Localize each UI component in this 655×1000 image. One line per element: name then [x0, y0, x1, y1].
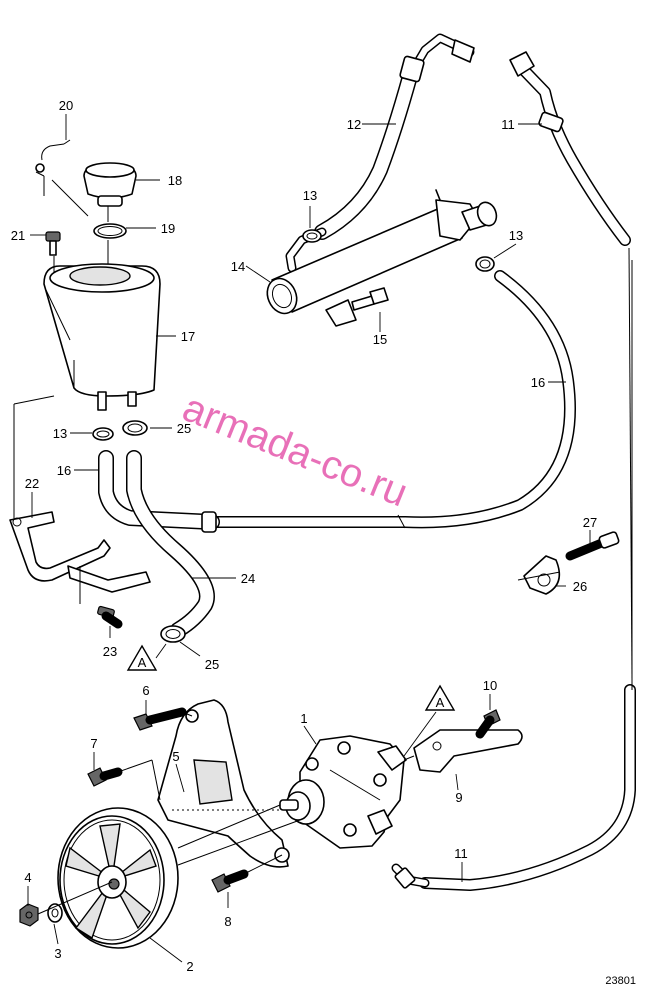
label-19: 19: [161, 221, 175, 236]
label-16-right: 16: [531, 375, 545, 390]
label-15: 15: [373, 332, 387, 347]
bolt-23: [97, 605, 123, 629]
label-9: 9: [455, 790, 462, 805]
clamp-25-lower: [160, 625, 186, 643]
hose-clamp: [538, 111, 564, 133]
hose-16-long: [209, 270, 576, 529]
label-8: 8: [224, 914, 231, 929]
label-25-upper: 25: [177, 421, 191, 436]
hose-24: [126, 450, 215, 638]
alignment-lines: [13, 176, 109, 526]
bolt-15: [351, 287, 389, 311]
label-18: 18: [168, 173, 182, 188]
hose-16-short: [98, 450, 220, 533]
bolt-6: [133, 707, 193, 731]
label-11-top: 11: [501, 117, 515, 132]
seal-ring-19: [93, 223, 127, 239]
label-3: 3: [54, 946, 61, 961]
bolt-8: [211, 854, 283, 893]
clamp-25-upper: [122, 420, 148, 436]
label-1: 1: [300, 711, 307, 726]
label-14: 14: [231, 259, 245, 274]
screw-21: [45, 231, 61, 256]
clamp-13-lower: [92, 427, 114, 441]
label-27: 27: [583, 515, 597, 530]
clip-26: [517, 555, 561, 595]
label-13-top-left: 13: [303, 188, 317, 203]
ref-marker-a-right: A: [403, 684, 456, 757]
label-2: 2: [186, 959, 193, 974]
bolt-10: [475, 709, 501, 739]
label-17: 17: [181, 329, 195, 344]
bolt-27: [565, 531, 620, 561]
dipstick-20: [35, 139, 71, 177]
label-23: 23: [103, 644, 117, 659]
clamp-13-upper-left: [302, 229, 322, 243]
bolt-7: [87, 759, 161, 801]
label-20: 20: [59, 98, 73, 113]
leader-lines: [27, 114, 591, 963]
label-4: 4: [24, 870, 31, 885]
cooler-pipe-14: [266, 189, 498, 327]
cap-18: [83, 162, 137, 207]
label-13-lower: 13: [53, 426, 67, 441]
pump-bracket-5: [157, 699, 290, 868]
label-13-top-right: 13: [509, 228, 523, 243]
ref-marker-a-left: A: [126, 643, 167, 671]
pulley-2: [57, 807, 179, 949]
ref-marker-label: A: [138, 655, 147, 670]
label-5: 5: [172, 749, 179, 764]
watermark: armada-co.ru: [177, 386, 414, 516]
label-12: 12: [347, 117, 361, 132]
shaft-axis: [37, 881, 113, 915]
clamp-13-upper-right: [475, 256, 495, 272]
pump-1: [177, 735, 407, 866]
label-11-bottom: 11: [454, 846, 468, 861]
hose-11-return: [391, 51, 636, 891]
label-26: 26: [573, 579, 587, 594]
label-10: 10: [483, 678, 497, 693]
part-labels: 20 18 19 21 17 12 11 13 13 14 15 16 13 2…: [11, 98, 597, 974]
label-16-left: 16: [57, 463, 71, 478]
ref-marker-label: A: [436, 695, 445, 710]
mount-bracket: [325, 299, 357, 327]
bracket-9: [403, 729, 523, 773]
reservoir-17: [43, 263, 161, 411]
bracket-22: [9, 511, 151, 604]
label-25-lower: 25: [205, 657, 219, 672]
label-6: 6: [142, 683, 149, 698]
label-7: 7: [90, 736, 97, 751]
label-24: 24: [241, 571, 255, 586]
hose-end-fitting: [509, 51, 535, 77]
label-22: 22: [25, 476, 39, 491]
label-21: 21: [11, 228, 25, 243]
drawing-number: 23801: [605, 975, 636, 987]
nut-4: [19, 903, 39, 927]
